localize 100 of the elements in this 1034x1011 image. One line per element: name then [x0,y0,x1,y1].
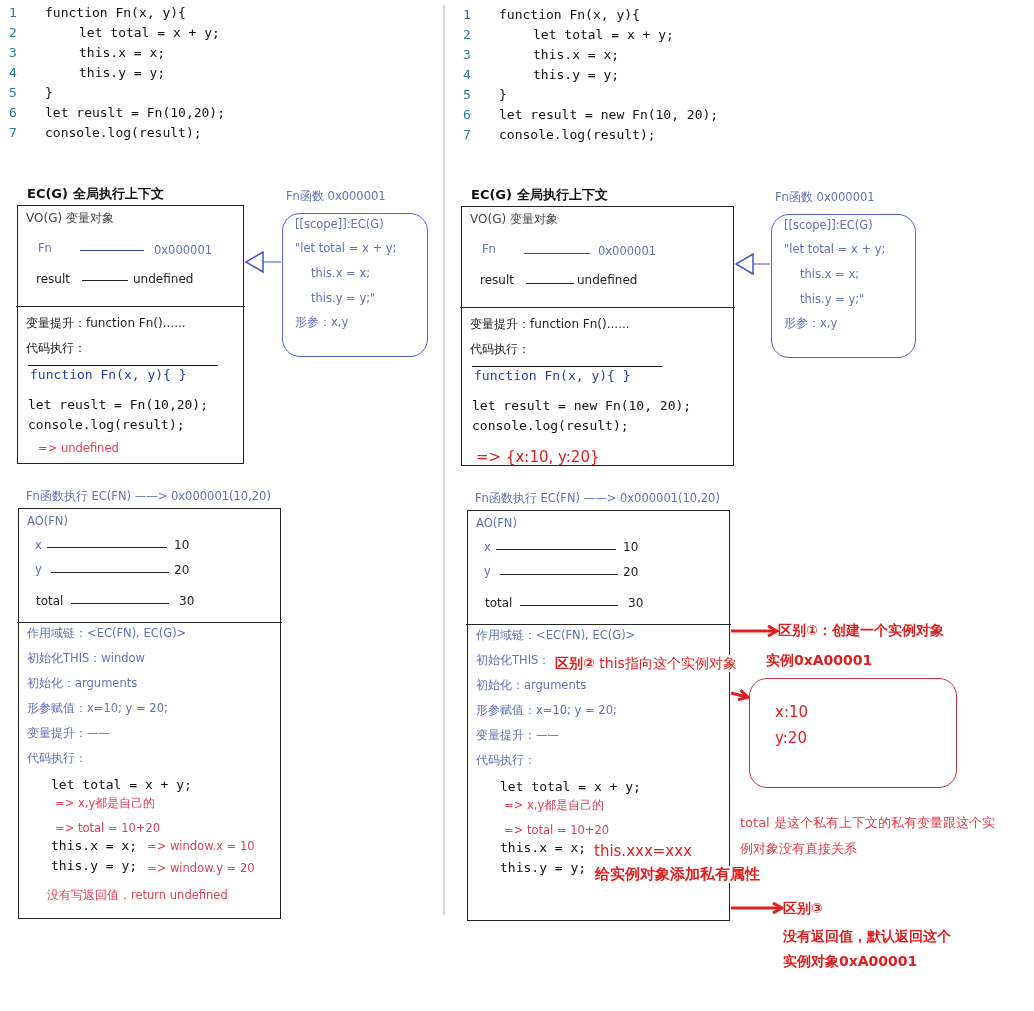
step-text: 变量提升：—— [27,727,110,741]
code-text: [[scope]]:EC(G) [784,219,873,233]
step-text: 初始化：arguments [476,679,587,693]
variable-name: x [484,541,491,555]
code-line: this.x = x; [500,840,587,856]
code-line: this.y = y; [51,858,138,874]
code-line: let total = x + y; [51,777,192,793]
variable-value: 10 [623,540,639,555]
variable-value: undefined [577,273,638,288]
annotation-text: => x,y都是自己的 [504,799,605,813]
variable-name: Fn [482,243,496,257]
step-text: 代码执行： [26,341,86,356]
code-line: this.y = y; [500,860,587,876]
variable-value: 30 [628,596,644,611]
annotation-text: => total = 10+20 [504,824,610,838]
annotation-text: => window.x = 10 [147,840,255,854]
section-heading: VO(G) 变量对象 [26,211,114,226]
line-number: 3 [9,45,17,61]
code-line: console.log(result); [28,417,185,433]
code-line: console.log(result); [472,418,629,434]
code-line: this.y = y; [533,67,620,83]
code-line: let reuslt = Fn(10,20); [45,105,225,121]
code-line: let total = x + y; [533,27,674,43]
step-text: 代码执行： [27,752,87,766]
step-text: 形参赋值：x=10; y = 20; [476,704,617,718]
variable-name: total [485,596,513,611]
section-heading: AO(FN) [476,517,517,531]
hollow-arrow [735,253,771,275]
code-line: console.log(result); [499,127,656,143]
line-number: 1 [463,7,471,23]
hollow-arrow [245,251,282,273]
code-text: this.x = x; [311,267,371,281]
code-text: this.x = x; [800,268,860,282]
line-number: 2 [463,27,471,43]
step-text: 形参赋值：x=10; y = 20; [27,702,168,716]
step-text: 代码执行： [470,342,530,357]
step-text: 初始化THIS： [476,654,551,668]
variable-name: y [35,563,42,577]
code-text: this.y = y;" [800,293,865,307]
code-line: this.x = x; [51,838,138,854]
variable-value: 30 [179,594,195,609]
line-number: 3 [463,47,471,63]
code-line: let total = x + y; [500,779,641,795]
step-text: 作用域链：<EC(FN), EC(G)> [476,629,636,643]
section-heading: AO(FN) [27,515,68,529]
code-line: function Fn(x, y){ [45,5,186,21]
code-line: this.x = x; [79,45,166,61]
code-text: [[scope]]:EC(G) [295,218,384,232]
step-text: 初始化THIS：window [27,652,145,666]
annotation-text: 区别② this指向这个实例对象 [555,655,737,672]
section-heading: EC(G) 全局执行上下文 [471,187,608,203]
line-number: 7 [463,127,471,143]
annotation-text: => total = 10+20 [55,822,161,836]
code-line: } [45,85,53,101]
code-text: this.y = y;" [311,292,376,306]
line-number: 5 [9,85,17,101]
code-line: function Fn(x, y){ } [474,368,631,384]
variable-value: 20 [174,563,190,578]
line-number: 4 [9,65,17,81]
variable-value: 10 [174,538,190,553]
annotation-text: 没有写返回值，return undefined [47,889,228,903]
code-line: this.x = x; [533,47,620,63]
section-heading: EC(G) 全局执行上下文 [27,186,164,202]
line-number: 4 [463,67,471,83]
section-heading: Fn函数 0x000001 [775,191,875,205]
arrow [730,688,750,702]
arrow [731,624,779,638]
variable-name: x [35,539,42,553]
code-line: console.log(result); [45,125,202,141]
section-heading: VO(G) 变量对象 [470,212,558,227]
variable-value: 0x000001 [154,244,213,258]
annotation-text: total 是这个私有上下文的私有变量跟这个实例对象没有直接关系 [740,814,996,858]
section-heading: Fn函数 0x000001 [286,190,386,204]
code-text: "let total = x + y; [784,243,886,257]
code-line: this.y = y; [79,65,166,81]
difference-note: 区别①：创建一个实例对象 [778,622,944,639]
line-number: 5 [463,87,471,103]
step-text: 变量提升：function Fn()...... [26,316,186,331]
code-line: function Fn(x, y){ [499,7,640,23]
parameter-text: 形参：x,y [295,316,349,330]
result-text: => {x:10, y:20} [476,448,600,466]
property-text: x:10 [775,703,809,721]
difference-note: 没有返回值，默认返回这个实例对象0xA00001 [783,927,952,971]
variable-name: result [36,272,70,287]
step-text: 作用域链：<EC(FN), EC(G)> [27,627,187,641]
section-heading: Fn函数执行 EC(FN) ——> 0x000001(10,20) [475,492,720,506]
step-text: 变量提升：—— [476,729,559,743]
variable-name: result [480,273,514,288]
code-line: } [499,87,507,103]
property-text: y:20 [775,729,807,747]
annotation-text: 给实例对象添加私有属性 [595,866,760,884]
code-line: let result = new Fn(10, 20); [472,398,692,414]
step-text: 初始化：arguments [27,677,138,691]
code-line: let reuslt = Fn(10,20); [28,397,208,413]
code-line: let result = new Fn(10, 20); [499,107,719,123]
variable-value: 20 [623,565,639,580]
step-text: 代码执行： [476,754,536,768]
annotation-text: => x,y都是自己的 [55,797,156,811]
code-line: function Fn(x, y){ } [30,367,187,383]
variable-value: 0x000001 [598,245,657,259]
